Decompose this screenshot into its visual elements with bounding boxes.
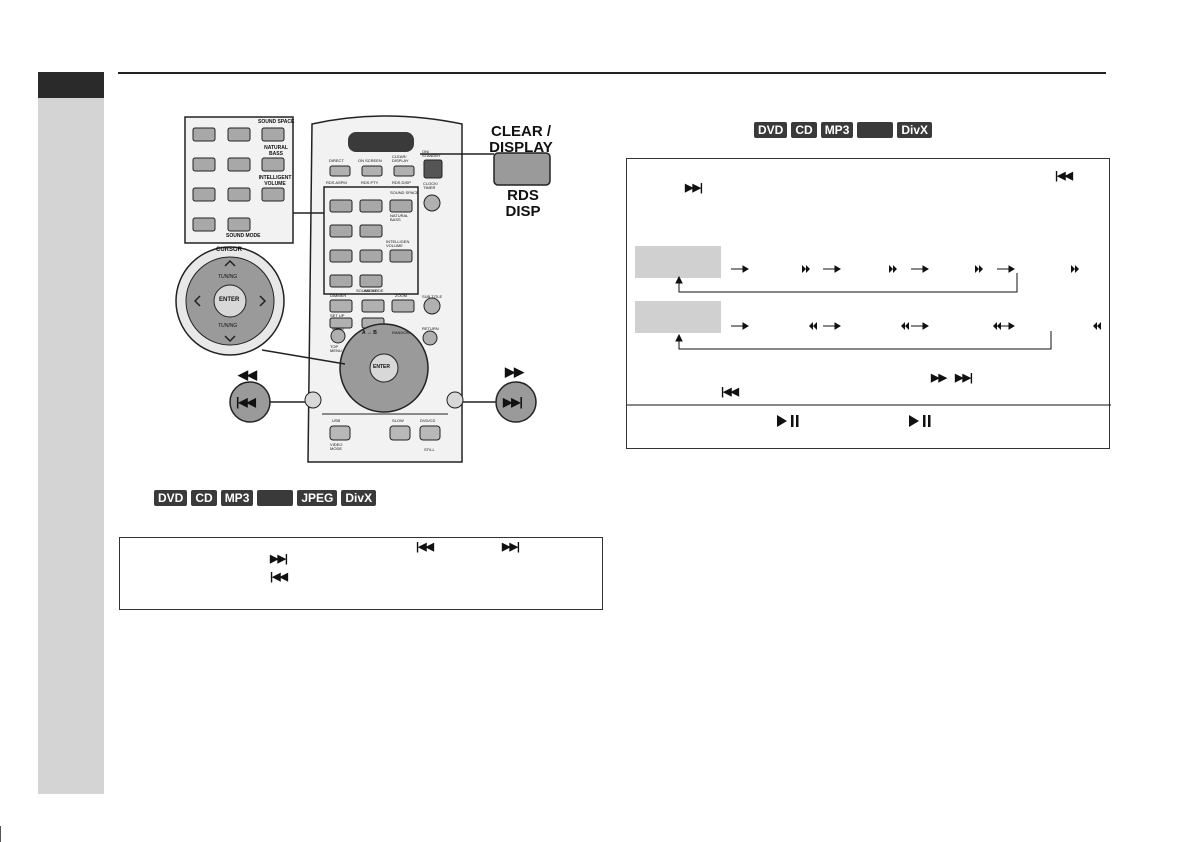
tuning-label-bottom: TUNING [218,323,238,329]
clear-display-zoom [493,152,551,186]
speed-search-box: |◀◀ ▶▶| ▶▶ [626,158,1111,449]
skip-back-icon: |◀◀ [236,395,256,409]
format-badge: MP3 [820,122,854,138]
remote-label-clear-display: CLEAR/ DISPLAY [392,154,409,163]
remote-label-slow: SLOW [392,418,404,423]
remote-label-return: RETURN [422,326,439,331]
format-badge: DVD [754,122,788,138]
section-sidebar [38,72,104,794]
format-badge: MP3 [220,490,254,506]
remote-label-sound-mode: SOUND MODE [356,288,384,293]
format-badge: CD [191,490,217,506]
skip-back-icon: |◀◀ [721,386,739,398]
tuning-label-top: TUNING [218,274,238,280]
remote-label-on-standby: ON/ STANDBY [422,149,441,158]
remote-label-direct: DIRECT [329,158,344,163]
ff-icon: ▶▶ [505,364,524,379]
remote-logo-plate [348,132,414,152]
note-box-skip: |◀◀ ▶▶| ▶▶| |◀◀ [119,537,603,610]
format-badge: CD [791,122,817,138]
header-rule [118,72,1106,74]
remote-label-top-menu: TOP MENU [330,344,342,353]
skip-back-icon: |◀◀ [416,541,434,553]
format-badge [257,490,294,506]
skip-fwd-icon: ▶▶| [685,182,703,194]
skip-fwd-icon: ▶▶| [270,553,288,565]
rew-icon: ◀◀ [238,367,257,382]
reverse-speed-tag [635,301,721,333]
remote-label-setup: SET UP [330,313,345,318]
format-badge: DivX [897,122,933,138]
remote-label-usb: USB [332,418,341,423]
clear-display-label: CLEAR / DISPLAY [489,123,553,156]
remote-label-still: STILL [424,447,435,452]
remote-label-intelligent-volume: INTELLIGEN VOLUME [386,239,410,248]
enter-label: ENTER [219,297,240,303]
remote-label-clock-timer: CLOCK/ TIMER [423,181,438,190]
format-badge [857,122,894,138]
remote-label-on-screen: ON SCREEN [358,158,382,163]
format-badge: DVD [154,490,188,506]
skip-fwd-icon: ▶▶| [503,395,523,409]
ff-icon: ▶▶ [931,372,947,384]
remote-label-angle: ANGLE [364,288,378,293]
forward-speed-tag [635,246,721,278]
page-corner-mark [0,826,10,842]
skip-back-icon: |◀◀ [270,571,288,583]
remote-enter-label: ENTER [373,364,390,370]
remote-label-random: RANDOM [392,330,410,335]
remote-label-zoom: ZOOM [395,293,407,298]
panel-label-natural-bass: NATURAL BASS [264,145,288,157]
skip-fwd-icon: ▶▶| [502,541,520,553]
cursor-label: CURSOR [216,247,243,253]
remote-label-natural-bass: NATURAL BASS [390,213,409,222]
section-tab [38,72,104,98]
remote-label-rds-disp: RDS DISP [392,180,411,185]
remote-label-menu: MENU [332,326,344,331]
remote-label-subtitle: SUB TITLE [422,294,443,299]
remote-label-rds-asps: RDS ASPM [326,180,347,185]
remote-illustration [175,115,551,463]
skip-back-icon: |◀◀ [1055,170,1073,182]
panel-label-sound-space: SOUND SPACE [258,119,295,125]
remote-label-video-mode: VIDEO MODE [330,442,343,451]
remote-label-sound-space: SOUND SPACE [390,190,419,195]
panel-label-sound-mode: SOUND MODE [226,233,261,239]
rds-disp-label: RDS DISP [505,187,541,220]
panel-label-intelligent-volume: INTELLIGENT VOLUME [258,175,292,187]
format-badge: DivX [341,490,377,506]
speed-diagram [627,265,1111,427]
remote-label-dimmer: DIMMER [330,293,347,298]
format-badge: JPEG [297,490,338,506]
remote-label-rds-pty: RDS PTY [361,180,379,185]
remote-label-dvd-cd: DVD/CD [420,418,436,423]
remote-label-ab: A ↔ B [362,330,377,336]
skip-fwd-icon: ▶▶| [955,372,973,384]
